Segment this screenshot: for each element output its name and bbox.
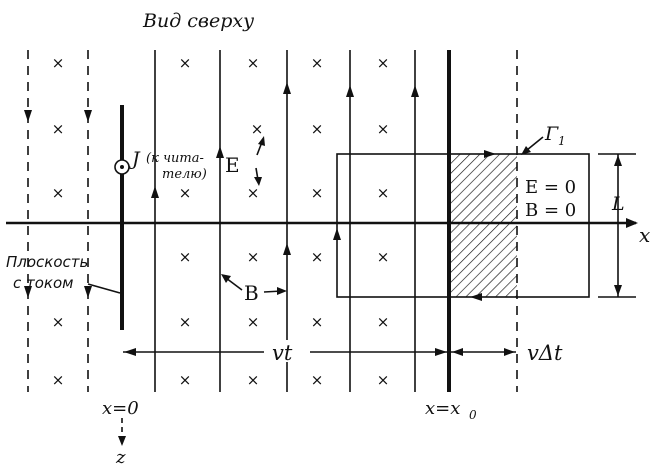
cross-mark-icon: × <box>179 54 192 72</box>
solid-field-lines <box>154 50 416 392</box>
l-arrowhead-top <box>614 155 622 166</box>
x-x0-label: x=x <box>425 398 460 419</box>
cross-mark-icon: × <box>251 120 264 138</box>
cross-mark-icon: × <box>247 371 260 389</box>
vt-arrowhead-left <box>124 348 136 356</box>
vt-label-gap <box>264 340 310 362</box>
cross-mark-icon: × <box>52 184 65 202</box>
cross-mark-icon: × <box>179 248 192 266</box>
b-pointer-line <box>225 277 243 291</box>
e-field-label: E <box>225 153 240 177</box>
cross-mark-icon: × <box>52 54 65 72</box>
gamma-subscript: 1 <box>558 134 566 148</box>
current-j-note-2: телю) <box>162 167 207 182</box>
cross-mark-icon: × <box>179 184 192 202</box>
b-field-label: B <box>244 281 259 305</box>
field-arrowheads <box>24 82 496 301</box>
cross-mark-icon: × <box>311 120 324 138</box>
dashed-field-lines <box>27 50 518 392</box>
cross-mark-icon: × <box>377 54 390 72</box>
cross-mark-icon: × <box>377 184 390 202</box>
x-x0-subscript: 0 <box>469 408 477 422</box>
current-j-note-1: (к чита- <box>146 151 204 166</box>
cross-mark-icon: × <box>247 54 260 72</box>
cross-mark-icon: × <box>311 371 324 389</box>
cross-mark-icon: × <box>179 313 192 331</box>
gamma-pointer-line <box>526 136 544 151</box>
cross-mark-icon: × <box>377 248 390 266</box>
b-zero-label: B = 0 <box>525 200 576 221</box>
gamma-pointer-arrowhead <box>521 146 531 155</box>
cross-mark-icon: × <box>52 313 65 331</box>
plane-label-line-1: Плоскость <box>6 253 88 271</box>
l-arrowhead-bottom <box>614 285 622 296</box>
cross-mark-icon: × <box>247 313 260 331</box>
vdt-arrowhead-left <box>452 348 463 356</box>
cross-mark-icon: × <box>52 120 65 138</box>
x-axis-arrowhead <box>626 218 638 228</box>
gamma-label: Γ <box>544 123 559 145</box>
vt-label: vt <box>272 341 293 365</box>
hatched-region <box>449 154 517 297</box>
length-l-label: L <box>611 193 625 215</box>
title: Вид сверху <box>142 10 254 32</box>
z-axis-arrowhead <box>118 436 126 446</box>
cross-mark-icon: × <box>247 248 260 266</box>
plane-label-line-2: с током <box>13 274 73 292</box>
e-zero-label: E = 0 <box>525 177 576 198</box>
cross-mark-icon: × <box>311 313 324 331</box>
plane-pointer-line <box>87 283 121 294</box>
cross-mark-icon: × <box>247 184 260 202</box>
cross-mark-icon: × <box>377 371 390 389</box>
vt-arrowhead-right <box>435 348 447 356</box>
cross-mark-icon: × <box>179 371 192 389</box>
e-pointer-arrowhead <box>258 136 265 146</box>
cross-marks: × × × × × × × × × × × × × × × × × × × × … <box>52 54 390 389</box>
current-j-label: J <box>128 148 141 170</box>
cross-mark-icon: × <box>311 248 324 266</box>
v-delta-t-label: vΔt <box>527 341 563 365</box>
b-pointer-arrowhead <box>221 274 231 283</box>
cross-mark-icon: × <box>52 371 65 389</box>
axis-x-label: x <box>639 223 650 247</box>
cross-mark-icon: × <box>311 184 324 202</box>
b-pointer-arrowhead <box>277 287 287 295</box>
cross-mark-icon: × <box>377 120 390 138</box>
cross-mark-icon: × <box>311 54 324 72</box>
axis-z-label: z <box>115 447 126 467</box>
contour-gamma1 <box>336 153 590 298</box>
e-pointer-arrowhead <box>254 177 262 186</box>
vdt-arrowhead-right <box>504 348 515 356</box>
cross-mark-icon: × <box>377 313 390 331</box>
x-zero-label: x=0 <box>102 398 139 419</box>
dot-circle-icon <box>114 159 130 175</box>
